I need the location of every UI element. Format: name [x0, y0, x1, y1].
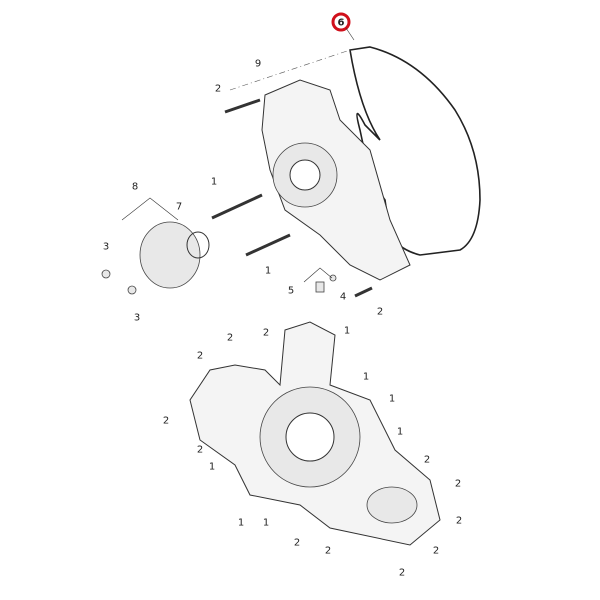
callout-label[interactable]: 1	[389, 394, 395, 405]
callout-label[interactable]: 1	[209, 462, 215, 473]
callout-label[interactable]: 1	[265, 266, 271, 277]
screw[interactable]	[101, 269, 111, 279]
callout-label[interactable]: 2	[294, 538, 300, 549]
callout-label[interactable]: 2	[399, 568, 405, 579]
callout-label[interactable]: 5	[288, 286, 294, 297]
plug[interactable]	[315, 281, 325, 293]
washer[interactable]	[329, 274, 337, 282]
callout-label[interactable]: 6	[338, 18, 345, 29]
callout-label[interactable]: 1	[263, 518, 269, 529]
callout-label[interactable]: 2	[325, 546, 331, 557]
bolt[interactable]	[224, 98, 261, 114]
callout-label[interactable]: 3	[103, 242, 109, 253]
bolt[interactable]	[211, 193, 263, 220]
callout-label[interactable]: 2	[455, 479, 461, 490]
callout-label[interactable]: 9	[255, 59, 261, 70]
leader-line	[345, 27, 355, 41]
callout-label[interactable]: 2	[456, 516, 462, 527]
callout-label[interactable]: 8	[132, 182, 138, 193]
callout-label[interactable]: 1	[238, 518, 244, 529]
callout-label[interactable]: 2	[227, 333, 233, 344]
callout-label[interactable]: 1	[397, 427, 403, 438]
callout-label[interactable]: 2	[433, 546, 439, 557]
screw[interactable]	[127, 285, 137, 295]
cover-plate[interactable]	[139, 221, 201, 289]
callout-label[interactable]: 4	[340, 292, 346, 303]
callout-label[interactable]: 1	[363, 372, 369, 383]
callout-label[interactable]: 2	[377, 307, 383, 318]
callout-label[interactable]: 2	[424, 455, 430, 466]
bolt[interactable]	[245, 233, 291, 257]
callout-label[interactable]: 2	[197, 445, 203, 456]
callout-label[interactable]: 2	[215, 84, 221, 95]
o-ring[interactable]	[186, 231, 210, 259]
callout-label[interactable]: 7	[176, 202, 182, 213]
callout-label[interactable]: 1	[211, 177, 217, 188]
callout-highlight-ring	[331, 12, 351, 32]
callout-label[interactable]: 2	[263, 328, 269, 339]
bolt[interactable]	[354, 286, 373, 298]
callout-label[interactable]: 1	[344, 326, 350, 337]
callout-label[interactable]: 3	[134, 313, 140, 324]
callout-label[interactable]: 2	[163, 416, 169, 427]
gasket[interactable]	[349, 46, 481, 256]
lower-cover-boss	[366, 486, 418, 524]
callout-label[interactable]: 2	[197, 351, 203, 362]
